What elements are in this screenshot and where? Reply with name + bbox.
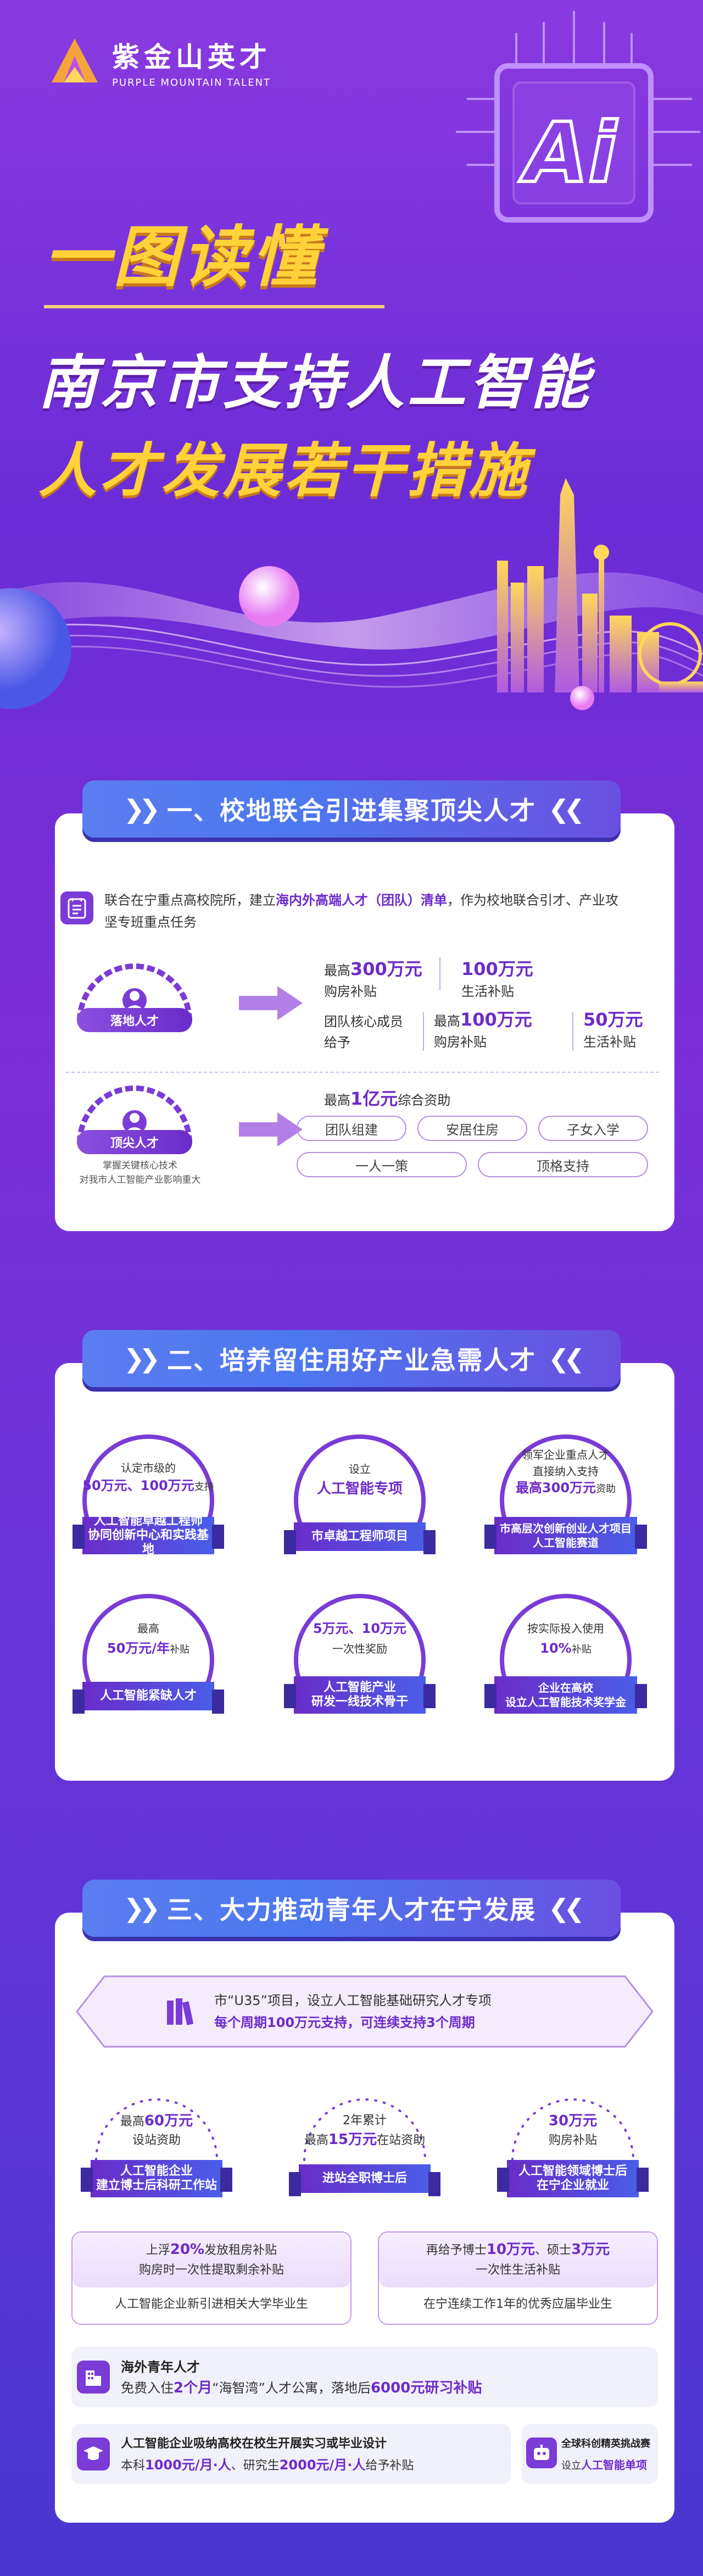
award-ribbon: 市卓越工程师项目	[284, 1522, 436, 1554]
u35-frame	[76, 1975, 654, 2048]
chevron-right-icon: ❯❯	[123, 1893, 160, 1923]
overseas-youth-block: 海外青年人才 免费入住2个月“海智湾”人才公寓，落地后6000元研习补贴	[71, 2347, 658, 2407]
hero: Ai	[0, 0, 703, 769]
intro-text-d: 坚专班重点任务	[104, 915, 197, 930]
chevron-left-icon: ❮❮	[548, 1893, 585, 1923]
chevron-right-icon: ❯❯	[123, 794, 160, 824]
brand-name-cn: 紫金山英才	[112, 40, 271, 73]
document-icon	[60, 891, 93, 924]
contest-block: 全球科创精英挑战赛 设立人工智能单项	[522, 2424, 658, 2484]
hero-title-main: 一图读懂	[44, 219, 321, 296]
books-icon	[167, 1998, 194, 2025]
award-ribbon: 人工智能紧缺人才	[72, 1682, 224, 1714]
landing-living-subsidy: 100万元生活补贴	[461, 959, 533, 999]
pill-team-building: 团队组建	[297, 1116, 406, 1141]
graduate-icon	[77, 2437, 110, 2470]
landing-talent-label: 落地人才	[77, 1008, 192, 1032]
award-item: 认定市级的 50万元、100万元支持 人工智能卓越工程师协同创新中心和实践基地	[71, 1434, 225, 1566]
section2-banner: ❯❯ 二、培养留住用好产业急需人才 ❮❮	[82, 1330, 621, 1387]
team-house-subsidy: 最高100万元购房补贴	[434, 1009, 532, 1050]
brand-logo: 紫金山英才 PURPLE MOUNTAIN TALENT	[47, 34, 271, 89]
section1-intro: 联合在宁重点高校院所，建立海内外高端人才（团队）清单，作为校地联合引才、产业攻坚…	[104, 889, 659, 933]
intro-text-c: ，作为校地联合引才、产业攻	[447, 893, 618, 908]
robot-icon	[526, 2437, 557, 2468]
pill-housing: 安居住房	[417, 1116, 527, 1141]
intro-highlight: 海内外高端人才（团队）清单	[276, 893, 447, 908]
section3-banner: ❯❯ 三、大力推动青年人才在宁发展 ❮❮	[82, 1880, 621, 1937]
pill-children-school: 子女入学	[538, 1116, 648, 1141]
pill-one-person-one-policy: 一人一策	[297, 1152, 467, 1177]
divider	[439, 957, 440, 990]
section1-card: 联合在宁重点高校院所，建立海内外高端人才（团队）清单，作为校地联合引才、产业攻坚…	[55, 813, 674, 1231]
hero-title-line3: 人才发展若干措施	[38, 437, 531, 505]
award-item: 领军企业重点人才直接纳入支持 最高300万元资助 市高层次创新创业人才项目人工智…	[484, 1434, 647, 1566]
top-talent-label: 顶尖人才	[77, 1130, 192, 1154]
arrow-right-icon	[239, 986, 303, 1020]
graduate-rent-box: 上浮20%发放租房补贴 购房时一次性提取剩余补贴 人工智能企业新引进相关大学毕业…	[71, 2231, 352, 2325]
group-divider	[66, 1072, 659, 1073]
graduate-living-box: 再给予博士10万元、硕士3万元 一次性生活补贴 在宁连续工作1年的优秀应届毕业生	[378, 2231, 658, 2325]
award-ribbon: 企业在高校设立人工智能技术奖学金	[484, 1676, 647, 1714]
section2-card: 认定市级的 50万元、100万元支持 人工智能卓越工程师协同创新中心和实践基地 …	[55, 1363, 674, 1781]
team-living-subsidy: 50万元生活补贴	[583, 1009, 643, 1050]
top-talent-note: 掌握关键核心技术对我市人工智能产业影响重大	[79, 1160, 201, 1185]
award-ribbon: 人工智能产业研发一线技术骨干	[284, 1676, 436, 1714]
award-ribbon: 市高层次创新创业人才项目人工智能赛道	[484, 1517, 647, 1554]
award-item: 5万元、10万元 一次性奖励 人工智能产业研发一线技术骨干	[283, 1594, 437, 1726]
person-icon	[77, 1085, 192, 1144]
chip-ai-text: Ai	[519, 106, 618, 201]
title-divider	[44, 305, 384, 308]
person-icon	[77, 963, 192, 1022]
divider	[423, 1012, 424, 1051]
section3-card: 市“U35”项目，设立人工智能基础研究人才专项 每个周期100万元支持，可连续支…	[55, 1913, 674, 2523]
chevron-left-icon: ❮❮	[548, 794, 585, 824]
chevron-right-icon: ❯❯	[123, 1344, 160, 1373]
mountain-logo-icon	[52, 38, 98, 82]
award-item: 按实际投入使用 10%补贴 企业在高校设立人工智能技术奖学金	[484, 1594, 647, 1726]
team-core-member-text: 团队核心成员给予	[324, 1014, 403, 1050]
section1-title: 一、校地联合引进集聚顶尖人才	[167, 796, 536, 826]
section2-title: 二、培养留住用好产业急需人才	[167, 1345, 536, 1375]
arrow-right-icon	[239, 1112, 303, 1146]
section3-title: 三、大力推动青年人才在宁发展	[167, 1895, 536, 1925]
hero-background-art: Ai	[0, 11, 703, 710]
top-talent-fund: 最高1亿元综合资助	[324, 1088, 451, 1109]
hero-title-line2: 南京市支持人工智能	[38, 349, 592, 417]
award-item: 最高 50万元/年补贴 人工智能紧缺人才	[71, 1594, 225, 1726]
u35-text: 市“U35”项目，设立人工智能基础研究人才专项 每个周期100万元支持，可连续支…	[214, 1993, 492, 2030]
divider	[572, 1012, 573, 1051]
brand-name-en: PURPLE MOUNTAIN TALENT	[112, 76, 271, 88]
pill-top-support: 顶格支持	[478, 1152, 648, 1177]
intern-block: 人工智能企业吸纳高校在校生开展实习或毕业设计 本科1000元/月·人、研究生20…	[71, 2424, 511, 2484]
award-ribbon: 人工智能卓越工程师协同创新中心和实践基地	[72, 1514, 224, 1556]
intro-text-a: 联合在宁重点高校院所，建立	[104, 893, 276, 908]
section1-banner: ❯❯ 一、校地联合引进集聚顶尖人才 ❮❮	[82, 780, 621, 838]
building-icon	[77, 2361, 110, 2394]
chevron-left-icon: ❮❮	[548, 1344, 585, 1373]
landing-house-subsidy: 最高300万元购房补贴	[324, 959, 422, 999]
award-item: 设立 人工智能专项 市卓越工程师项目	[283, 1434, 437, 1566]
